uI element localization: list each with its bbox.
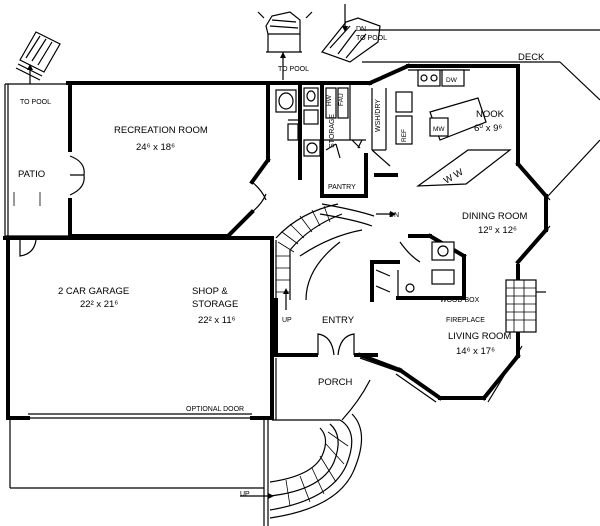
dining-room-dim: 12⁰ x 12⁶ [478,225,517,236]
patio-french-door [66,152,85,198]
to-pool-top-label: TO POOL [278,66,309,73]
storage-label: STORAGE [329,114,336,148]
nook-label: NOOK [476,109,505,120]
pool-steps-top [257,11,313,80]
patio-area [4,83,70,237]
up-stair-label: UP [282,317,292,324]
garage-dim: 22² x 21⁶ [80,299,118,310]
living-room-walls [357,264,546,403]
garage-walls [3,236,274,420]
powder-closet [370,233,467,302]
deck [360,29,600,197]
entry-stairs [251,181,396,310]
deck-label: DECK [518,52,545,63]
pool-steps-left [15,31,61,84]
up-bottom-label: UP [240,491,250,498]
living-room-dim: 14⁶ x 17⁶ [456,346,495,357]
porch [272,357,401,421]
nook-dim: 6⁰ x 9⁶ [474,123,502,134]
utility-core [266,81,368,198]
recreation-room-dim: 24⁶ x 18⁶ [136,142,175,153]
to-pool-right-line1: DN [356,26,366,33]
shop-label-2: STORAGE [192,299,238,310]
wood-box-label: WOOD BOX [440,297,480,304]
fireplace-label: FIREPLACE [446,317,485,324]
kitchen [338,63,487,177]
fau-label: FAU [338,93,345,106]
hw-label: HW [326,94,333,106]
to-pool-left-label: TO POOL [20,99,51,106]
to-pool-right-line2: TO POOL [356,35,387,42]
entry-label: ENTRY [322,315,355,326]
shop-label-1: SHOP & [192,286,228,297]
laundry-label: WSH/DRY [375,99,382,132]
garage-apron [9,420,269,526]
shop-dim: 22² x 11⁶ [198,315,236,326]
recreation-room-label: RECREATION ROOM [114,125,208,136]
living-room-label: LIVING ROOM [448,331,511,342]
entry-walls [274,298,378,357]
recreation-room-walls [66,81,274,239]
patio-label: PATIO [18,169,45,180]
nook-dining-walls [416,64,551,265]
front-steps [240,413,363,519]
ref-label: REF [401,129,408,142]
garage-label: 2 CAR GARAGE [58,286,129,297]
pantry-label: PANTRY [328,184,356,191]
dining-room-label: DINING ROOM [462,211,528,222]
porch-label: PORCH [318,377,352,388]
dw-label: DW [446,77,458,84]
dn-label: DN [389,212,399,219]
labels: RECREATION ROOM 24⁶ x 18⁶ PATIO 2 CAR GA… [18,26,545,498]
fireplace-shape [505,279,546,333]
mw-label: MW [433,126,445,133]
optional-door-label: OPTIONAL DOOR [186,406,244,413]
pool-steps-right [321,4,381,63]
